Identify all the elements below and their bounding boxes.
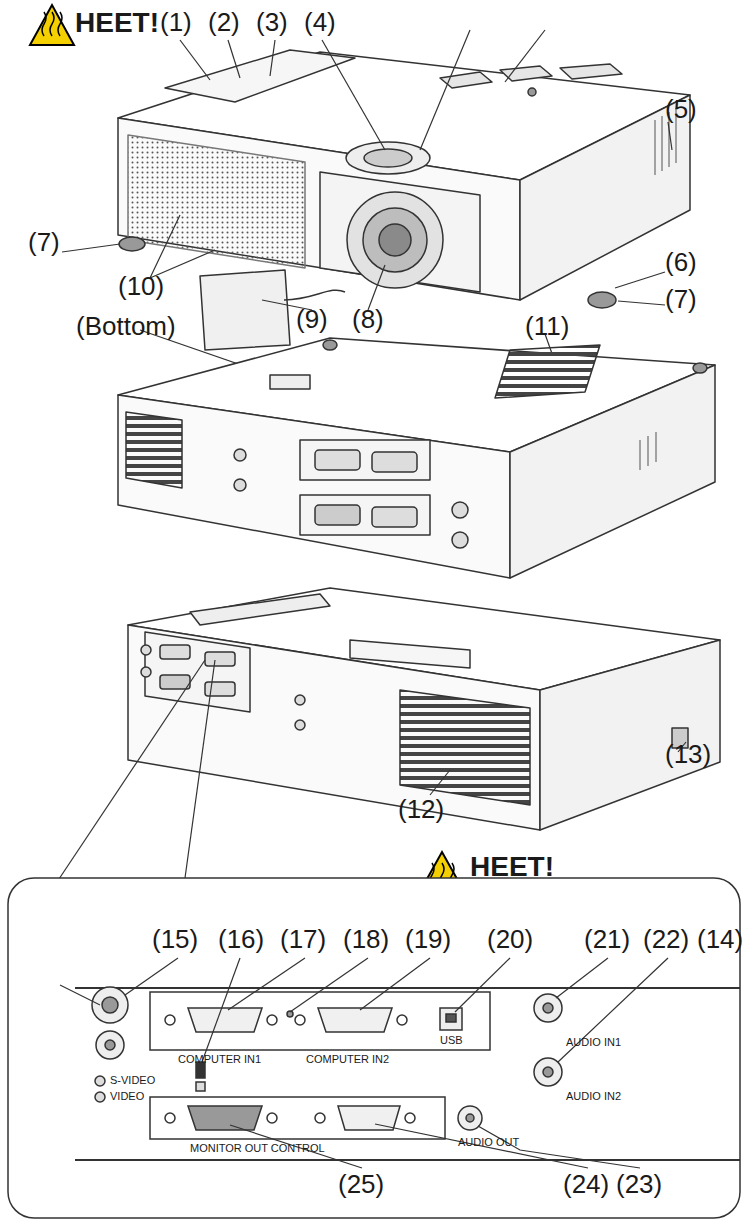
callout-number: (10)	[118, 272, 164, 301]
projector-bottom-view	[118, 338, 715, 578]
callout-number: (15)	[152, 925, 198, 954]
port-label: S-VIDEO	[110, 1074, 155, 1086]
callout-number: (18)	[343, 925, 389, 954]
leader-line	[62, 30, 672, 375]
callout-number: (6)	[665, 248, 697, 277]
port-label: VIDEO	[110, 1090, 144, 1102]
port-label: AUDIO IN2	[566, 1090, 621, 1102]
callout-number: (21)	[584, 925, 630, 954]
callout-number: (1)	[160, 8, 192, 37]
callout-number: (7)	[28, 228, 60, 257]
callout-number: (24)	[563, 1170, 609, 1199]
callout-number: (8)	[352, 305, 384, 334]
callout-number: (23)	[616, 1170, 662, 1199]
port-label: COMPUTER IN1	[178, 1053, 261, 1065]
callout-number: (20)	[487, 925, 533, 954]
connector-panel-inset	[8, 878, 740, 1218]
callout-number: (19)	[405, 925, 451, 954]
callout-number: (5)	[665, 95, 697, 124]
warning-text: HEET!	[470, 852, 554, 883]
callout-number: (13)	[665, 740, 711, 769]
callout-number: (11)	[525, 312, 569, 341]
warning-text: HEET!	[75, 8, 159, 39]
callout-number: (2)	[208, 8, 240, 37]
callout-number: (9)	[296, 305, 328, 334]
warning-symbol	[30, 5, 74, 45]
callout-number: (3)	[256, 8, 288, 37]
port-label: USB	[440, 1034, 463, 1046]
port-label: MONITOR OUT CONTROL	[190, 1142, 325, 1154]
port-label: AUDIO OUT	[458, 1136, 519, 1148]
callout-number: (17)	[280, 925, 326, 954]
callout-number: (4)	[304, 8, 336, 37]
port-label: COMPUTER IN2	[306, 1053, 389, 1065]
callout-number: (22)	[643, 925, 689, 954]
leader-line	[45, 660, 686, 900]
callout-number: (25)	[338, 1170, 384, 1199]
view-label: (Bottom)	[76, 312, 176, 341]
callout-number: (14)	[697, 925, 743, 954]
callout-number: (7)	[665, 285, 697, 314]
leader-line	[60, 958, 668, 1168]
callout-number: (12)	[398, 795, 444, 824]
port-label: AUDIO IN1	[566, 1036, 621, 1048]
callout-number: (16)	[218, 925, 264, 954]
projector-rear-view	[128, 588, 720, 830]
projector-front-view	[118, 50, 690, 350]
